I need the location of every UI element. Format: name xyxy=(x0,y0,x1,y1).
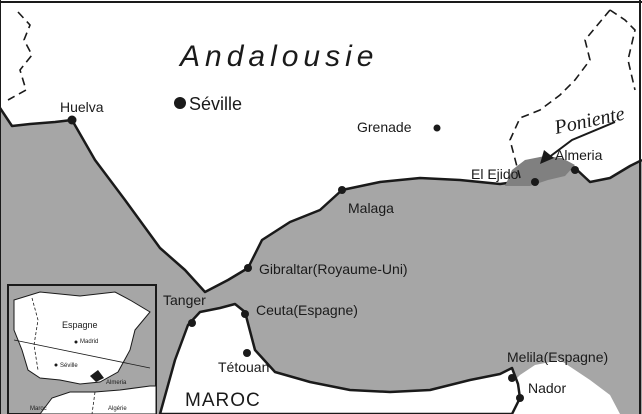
inset-espagne-label: Espagne xyxy=(62,320,98,330)
inset-poniente-zone xyxy=(90,370,104,382)
inset-map: Espagne Madrid Séville Almeria Maroc Alg… xyxy=(7,284,157,414)
tanger-marker xyxy=(188,319,196,327)
ceuta-marker xyxy=(241,310,249,318)
inset-portugal-border xyxy=(31,297,39,371)
tetouan-marker xyxy=(243,349,251,357)
almeria-marker xyxy=(571,166,579,174)
huelva-label: Huelva xyxy=(60,99,104,115)
el-ejido-label: El Ejido xyxy=(471,166,519,182)
inset-africa xyxy=(39,385,157,414)
malaga-marker xyxy=(338,186,346,194)
country-label: MAROC xyxy=(185,390,261,411)
melila-label: Melila(Espagne) xyxy=(507,349,608,365)
inset-seville-label: Séville xyxy=(60,363,78,369)
andalusia-border xyxy=(7,11,33,101)
tanger-label: Tanger xyxy=(163,292,206,308)
morocco-land xyxy=(158,302,522,414)
region-label: Andalousie xyxy=(178,40,378,73)
inset-madrid-label: Madrid xyxy=(80,339,98,345)
el-ejido-marker xyxy=(531,178,539,186)
almeria-label: Almeria xyxy=(555,147,603,163)
inset-seville-marker xyxy=(54,363,58,367)
ceuta-label: Ceuta(Espagne) xyxy=(256,302,358,318)
gibraltar-marker xyxy=(244,264,252,272)
grenade-marker xyxy=(433,124,441,132)
gibraltar-label: Gibraltar(Royaume-Uni) xyxy=(259,261,408,277)
inset-madrid-marker xyxy=(74,340,78,344)
inset-maroc-label: Maroc xyxy=(30,406,47,412)
inset-almeria-label: Almeria xyxy=(106,380,127,386)
andalusia-border-east xyxy=(509,9,611,179)
huelva-marker xyxy=(67,115,77,125)
seville-label: Séville xyxy=(189,94,242,114)
inset-andalusia-line xyxy=(13,339,151,369)
inset-morocco-algeria-border xyxy=(91,391,96,414)
poniente-arrow xyxy=(547,121,616,159)
nador-label: Nador xyxy=(528,380,566,396)
nador-marker xyxy=(516,394,524,402)
melila-marker xyxy=(508,374,516,382)
sea xyxy=(0,108,642,414)
malaga-label: Malaga xyxy=(348,200,394,216)
grenade-label: Grenade xyxy=(357,119,412,135)
tetouan-label: Tétouan xyxy=(218,359,269,375)
poniente-zone xyxy=(505,156,575,186)
seville-marker xyxy=(174,97,186,109)
inset-algerie-label: Algérie xyxy=(108,406,127,412)
poniente-arrowhead xyxy=(540,150,554,164)
andalusia-border-ne xyxy=(609,9,636,91)
